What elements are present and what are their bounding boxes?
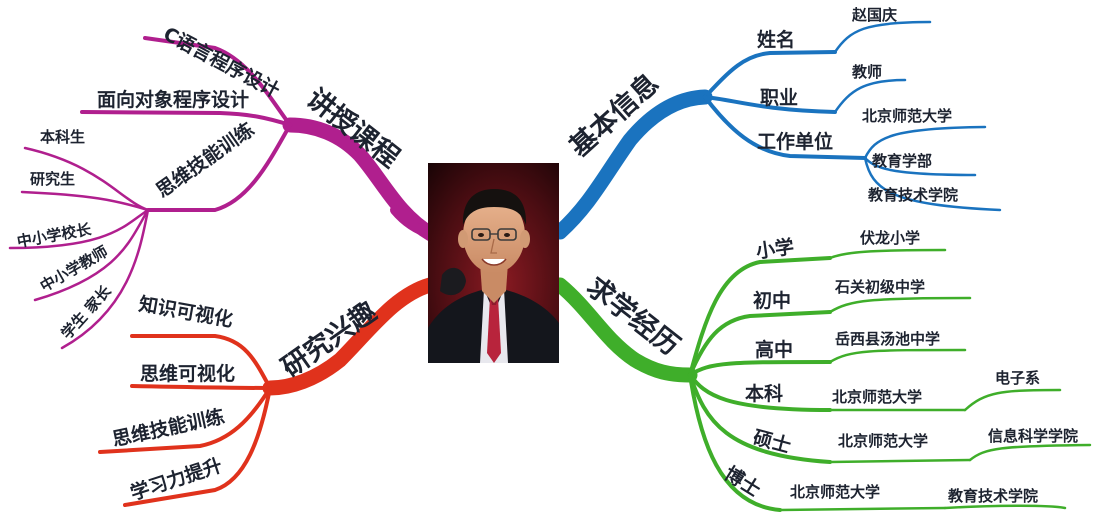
course-oop: 面向对象程序设计 — [97, 88, 249, 111]
dept-link-4 — [963, 388, 1062, 412]
school-link-1 — [828, 248, 947, 260]
research-item-2: 思维可视化 — [140, 362, 235, 385]
edu-link-1 — [688, 256, 832, 377]
edu-school-4: 北京师范大学 — [832, 388, 922, 406]
audience-undergraduate: 本科生 — [40, 128, 85, 146]
aud-link-2 — [20, 190, 150, 212]
research-link-1 — [130, 334, 272, 390]
branch-basic-info — [552, 20, 1002, 240]
research-link-4 — [123, 386, 272, 507]
edu-level-5: 硕士 — [751, 427, 793, 458]
courses-trunk — [282, 117, 439, 242]
edu-link-5 — [688, 373, 832, 464]
courses-link-c — [143, 36, 292, 127]
school-link-2 — [828, 296, 972, 314]
course-thinking-training: 思维技能训练 — [152, 118, 259, 202]
name-label: 姓名 — [757, 28, 795, 51]
edu-school-6: 北京师范大学 — [790, 483, 880, 501]
courses-link-oop — [80, 110, 292, 127]
portrait-icon — [428, 163, 559, 363]
aud-link-3 — [8, 208, 150, 250]
edu-school-1: 伏龙小学 — [860, 229, 920, 247]
edu-level-1: 小学 — [754, 235, 795, 263]
branch-courses — [8, 36, 439, 350]
occupation-value: 教师 — [851, 63, 882, 81]
edu-link-4 — [688, 373, 832, 412]
occupation-value-link — [833, 78, 907, 114]
research-link-3 — [98, 386, 272, 454]
dept-link-5 — [968, 443, 1092, 462]
portrait-photo — [428, 163, 559, 363]
dept-link-6 — [943, 504, 1067, 510]
workplace-value-link-2 — [863, 156, 977, 177]
education-trunk — [552, 277, 698, 383]
info-link-occupation — [703, 95, 837, 114]
aud-link-5 — [60, 208, 150, 350]
edu-link-3 — [688, 360, 832, 377]
info-trunk — [552, 89, 713, 240]
research-item-1: 知识可视化 — [137, 292, 235, 331]
occupation-label: 职业 — [760, 87, 798, 109]
edu-link-6 — [688, 373, 782, 512]
audience-graduate: 研究生 — [30, 170, 75, 188]
aud-link-4 — [33, 208, 150, 302]
edu-level-3: 高中 — [755, 338, 793, 361]
courses-link-thinking — [146, 123, 292, 212]
edu-dept-5: 信息科学学院 — [988, 427, 1078, 445]
info-link-workplace — [703, 95, 867, 160]
courses-trunk-join — [390, 205, 436, 239]
research-trunk — [262, 277, 438, 396]
branch-education — [552, 248, 1092, 512]
branch-research — [98, 277, 438, 507]
edu-dept-6: 教育技术学院 — [947, 487, 1038, 505]
workplace-label: 工作单位 — [757, 130, 833, 153]
name-value-link — [833, 20, 932, 54]
edu-link-2 — [688, 310, 832, 377]
workplace-value-2: 教育学部 — [871, 152, 932, 170]
workplace-value-link-1 — [863, 125, 987, 160]
research-link-2 — [130, 384, 272, 390]
edu-school-3: 岳西县汤池中学 — [835, 330, 940, 348]
workplace-value-link-3 — [863, 156, 1002, 212]
aud-link-1 — [23, 146, 150, 212]
edu-school-5: 北京师范大学 — [838, 432, 928, 450]
edu-school-2: 石关初级中学 — [834, 278, 925, 296]
name-value: 赵国庆 — [851, 6, 897, 24]
school-link-3 — [828, 348, 967, 364]
edu-level-4: 本科 — [745, 382, 783, 405]
edu-dept-4: 电子系 — [995, 369, 1040, 387]
edu-level-2: 初中 — [753, 289, 791, 312]
workplace-value-1: 北京师范大学 — [862, 107, 952, 125]
info-link-name — [703, 50, 837, 99]
school-link-5 — [828, 458, 972, 464]
school-link-6 — [778, 506, 947, 512]
workplace-value-3: 教育技术学院 — [867, 186, 958, 204]
